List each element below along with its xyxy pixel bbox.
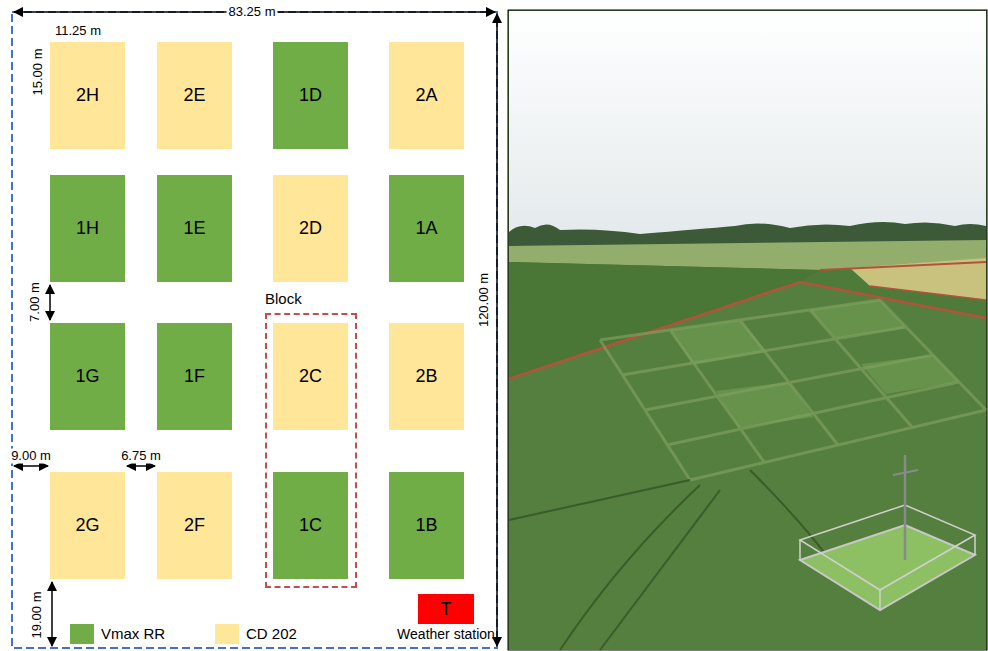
fence-post <box>799 540 801 560</box>
dimension-label: 7.00 m <box>28 280 43 324</box>
dimension-label: 9.00 m <box>9 449 53 464</box>
dimension-label: 19.00 m <box>30 590 45 641</box>
plot-box: 1C <box>273 472 348 579</box>
fence-post <box>879 590 881 610</box>
plot-label: 1C <box>299 515 322 536</box>
plot-label: 1D <box>299 85 322 106</box>
station-symbol: T <box>441 599 452 620</box>
station-arm <box>893 470 918 475</box>
tractor-tracks <box>509 470 830 650</box>
plot-box: 1F <box>157 323 232 430</box>
margin-arrow <box>14 465 48 467</box>
plot-area-border <box>12 12 497 648</box>
block-heading: Block <box>265 290 302 307</box>
plot-label: 1F <box>184 366 205 387</box>
tractor-track <box>750 470 830 560</box>
plot-label: 1E <box>183 218 205 239</box>
plot-label: 1G <box>75 366 99 387</box>
station-caption: Weather station <box>392 626 500 642</box>
fence-rail <box>800 505 975 590</box>
dimension-label: 11.25 m <box>53 24 103 39</box>
plot-label: 2G <box>75 515 99 536</box>
plot-box: 2C <box>273 323 348 430</box>
weather-station: T Weather station <box>392 594 500 648</box>
plot-box: 2D <box>273 175 348 282</box>
plot-box: 1G <box>50 323 125 430</box>
legend-swatch <box>70 624 94 644</box>
tractor-track <box>560 485 700 650</box>
gap-arrow <box>127 465 155 467</box>
photo-frame <box>508 10 987 650</box>
fence-post <box>974 535 976 555</box>
plot-label: 2A <box>415 85 437 106</box>
plot-track <box>600 300 880 340</box>
plot-patch <box>716 382 813 428</box>
tractor-track <box>600 490 720 650</box>
plot-patch <box>810 300 906 338</box>
dimension-label: 120.00 m <box>477 271 492 329</box>
plot-label: 1H <box>76 218 99 239</box>
plot-box: 2A <box>389 42 464 149</box>
block-outline: Block 2C 1C <box>265 290 357 588</box>
plot-label: 2D <box>299 218 322 239</box>
plot-label: 1B <box>415 515 437 536</box>
plot-track <box>645 355 933 410</box>
gap-arrow <box>49 285 51 320</box>
legend-entry: Vmax RR <box>70 624 165 644</box>
plot-grid <box>600 300 986 480</box>
dirt-road <box>820 262 986 270</box>
plot-track <box>690 410 986 480</box>
plot-box: 1D <box>273 42 348 149</box>
dirt-road <box>870 286 986 300</box>
plot-box: 1A <box>389 175 464 282</box>
station-box: T <box>418 594 474 624</box>
dimension-label: 83.25 m <box>227 5 278 20</box>
plot-box: 1B <box>389 472 464 579</box>
legend-entry: CD 202 <box>215 624 297 644</box>
tractor-track <box>509 480 690 520</box>
margin-arrow <box>51 582 53 646</box>
plot-box: 2G <box>50 472 125 579</box>
plot-label: 2C <box>299 366 322 387</box>
legend-swatch <box>215 624 239 644</box>
station-enclosure <box>800 525 975 610</box>
plot-label: 2F <box>184 515 205 536</box>
plot-label: 1A <box>415 218 437 239</box>
plot-box: 2F <box>157 472 232 579</box>
length-arrow <box>496 14 498 646</box>
sky <box>509 11 986 236</box>
plot-label: 2B <box>415 366 437 387</box>
soybean-field <box>509 282 986 650</box>
station-mast <box>904 455 907 560</box>
plot-label: 2H <box>76 85 99 106</box>
plot-box: 1H <box>50 175 125 282</box>
aerial-photo <box>508 10 987 650</box>
dimension-label: 15.00 m <box>31 47 46 98</box>
plot-box: 2B <box>389 323 464 430</box>
plot-box: 2E <box>157 42 232 149</box>
legend-label: CD 202 <box>246 625 297 642</box>
plot-box: 2H <box>50 42 125 149</box>
fence-posts <box>800 505 975 610</box>
plot-box: 1E <box>157 175 232 282</box>
plot-label: 2E <box>183 85 205 106</box>
legend-label: Vmax RR <box>101 625 165 642</box>
plot-track <box>667 382 959 445</box>
dimension-label: 6.75 m <box>119 449 163 464</box>
